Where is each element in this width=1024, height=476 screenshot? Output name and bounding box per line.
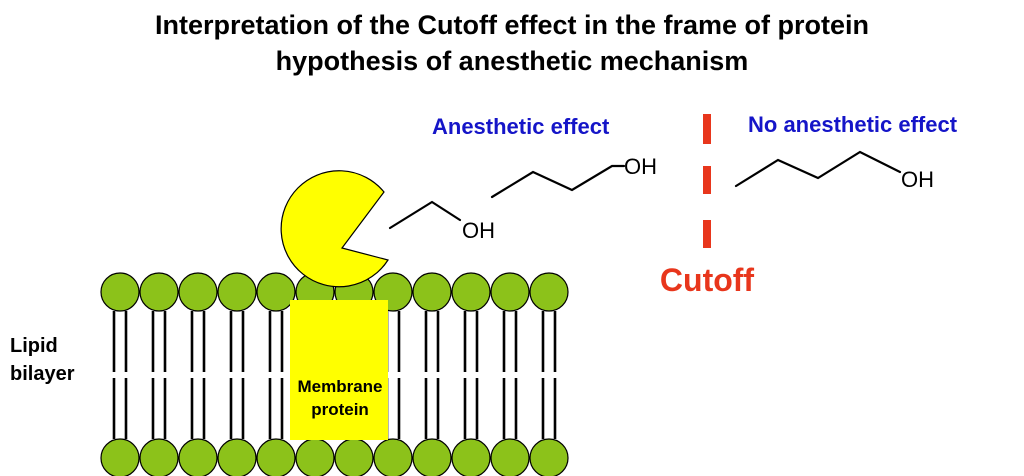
- lipid-head-top: [217, 272, 257, 312]
- lipid-head-bottom: [412, 438, 452, 476]
- cutoff-dashed-line: [703, 114, 711, 248]
- lipid-head-bottom: [295, 438, 335, 476]
- lipid-head-bottom: [178, 438, 218, 476]
- lipid-head-top: [139, 272, 179, 312]
- lipid-head-top: [490, 272, 530, 312]
- bilayer-midplane-gap: [149, 372, 169, 378]
- bilayer-midplane-gap: [110, 372, 130, 378]
- cutoff-dash-1: [703, 114, 711, 144]
- lipid-head-bottom: [217, 438, 257, 476]
- bilayer-midplane-gap: [188, 372, 208, 378]
- no-anesthetic-effect-label: No anesthetic effect: [748, 112, 958, 137]
- lipid-head-top: [412, 272, 452, 312]
- page-title: Interpretation of the Cutoff effect in t…: [155, 10, 869, 40]
- lipid-head-bottom: [451, 438, 491, 476]
- lipid-head-top: [100, 272, 140, 312]
- lipid-head-bottom: [334, 438, 374, 476]
- lipid-head-top: [178, 272, 218, 312]
- lipid-head-bottom: [490, 438, 530, 476]
- bilayer-midplane-gap: [422, 372, 442, 378]
- ethanol-bonds: [388, 200, 462, 230]
- lipid-head-bottom: [139, 438, 179, 476]
- lipid-head-bottom: [100, 438, 140, 476]
- propanol-molecule: [490, 164, 626, 199]
- lipid-head-top: [256, 272, 296, 312]
- bilayer-midplane-gap: [461, 372, 481, 378]
- cutoff-label: Cutoff: [660, 262, 755, 298]
- butanol-molecule: [734, 150, 902, 188]
- butanol-bonds: [734, 150, 902, 188]
- lipid-head-bottom: [256, 438, 296, 476]
- anesthetic-effect-label: Anesthetic effect: [432, 114, 610, 139]
- membrane-protein: [280, 170, 389, 440]
- lipid-heads: [100, 272, 569, 476]
- ethanol-molecule: [388, 200, 462, 230]
- lipid-head-bottom: [373, 438, 413, 476]
- propanol-oh: OH: [624, 154, 657, 179]
- protein-head-pacman: [280, 170, 389, 288]
- bilayer-midplane-gap: [539, 372, 559, 378]
- propanol-bonds: [490, 164, 626, 199]
- lipid-head-bottom: [529, 438, 569, 476]
- cutoff-dash-3: [703, 220, 711, 248]
- ethanol-oh: OH: [462, 218, 495, 243]
- lipid-head-top: [529, 272, 569, 312]
- lipid-bilayer-label-line2: bilayer: [10, 363, 75, 385]
- lipid-bilayer-label-line1: Lipid: [10, 335, 58, 357]
- cutoff-dash-2: [703, 166, 711, 194]
- lipid-head-top: [451, 272, 491, 312]
- bilayer-midplane-gap: [500, 372, 520, 378]
- bilayer-midplane-gap: [227, 372, 247, 378]
- membrane-protein-label-line1: Membrane: [297, 377, 382, 396]
- bilayer-midplane-gap: [383, 372, 403, 378]
- bilayer-midplane-gap: [266, 372, 286, 378]
- butanol-oh: OH: [901, 167, 934, 192]
- membrane-protein-label-line2: protein: [311, 400, 369, 419]
- page-subtitle: hypothesis of anesthetic mechanism: [275, 46, 749, 76]
- protein-stem: [290, 300, 388, 440]
